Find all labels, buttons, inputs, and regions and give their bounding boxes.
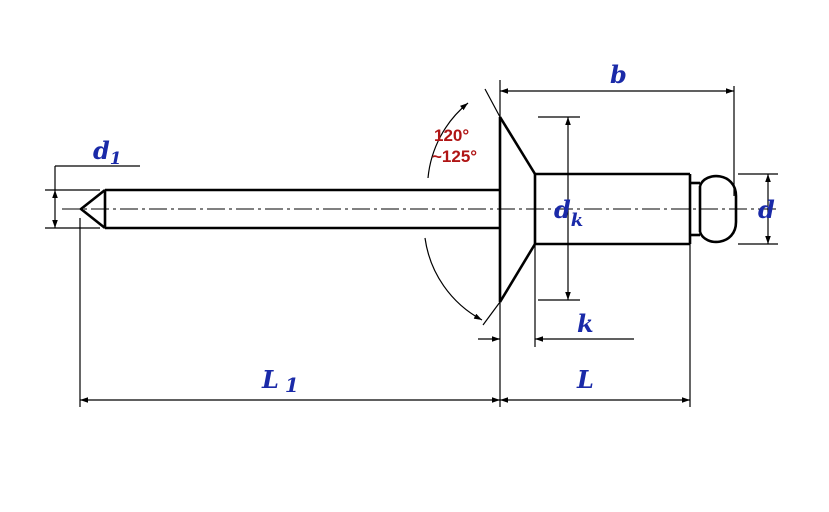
rivet-body bbox=[533, 172, 692, 246]
label-b: b bbox=[610, 60, 627, 89]
rivet-head bbox=[498, 116, 537, 303]
label-k: k bbox=[577, 309, 594, 338]
angle-arc bbox=[427, 102, 469, 179]
mandrel-end bbox=[690, 174, 738, 244]
extension-lines bbox=[45, 80, 778, 407]
label-dk: dk bbox=[554, 195, 583, 231]
label-d1: d1 bbox=[93, 136, 122, 169]
angle-arc-lower bbox=[424, 237, 483, 321]
dimension-lines bbox=[52, 88, 771, 403]
label-L: L bbox=[576, 365, 594, 394]
angle-label-120: 120° bbox=[434, 126, 469, 145]
angle-label-125: ~125° bbox=[432, 147, 477, 166]
label-d: d bbox=[758, 195, 775, 224]
mandrel-pin bbox=[78, 188, 500, 230]
